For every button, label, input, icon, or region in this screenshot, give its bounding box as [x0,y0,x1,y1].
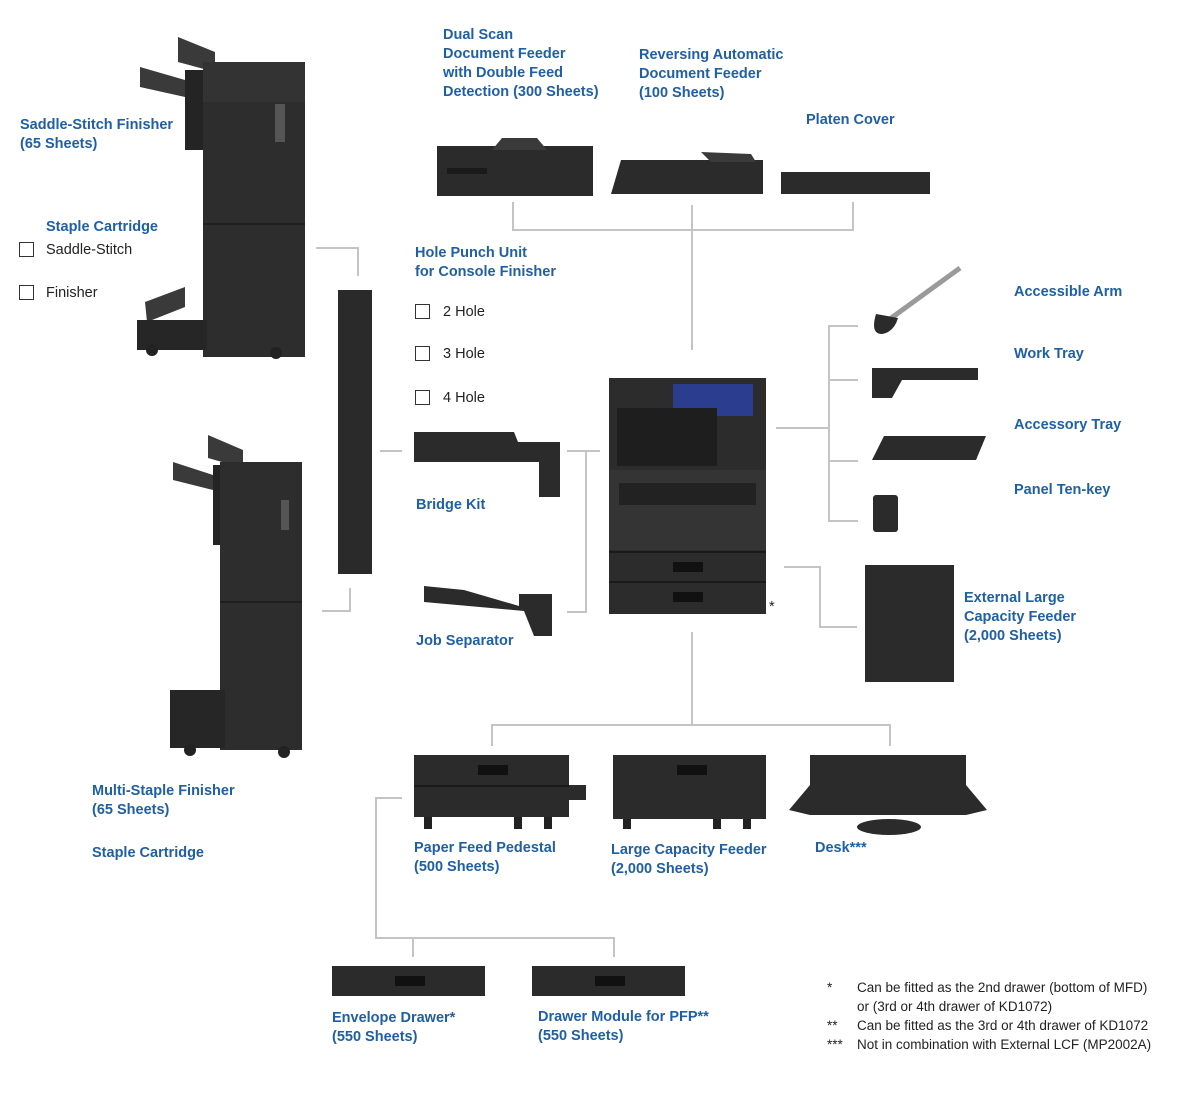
work-tray-label: Work Tray [1014,346,1084,362]
hole-punch-label: Hole Punch Unit for Console Finisher [415,245,556,280]
saddle-stitch-finisher-image [135,32,310,362]
staple-cartridge-bottom-label: Staple Cartridge [92,845,204,861]
envelope-drawer-image [332,966,485,996]
2-hole-option: 2 Hole [443,304,485,320]
large-capacity-feeder-label: Large Capacity Feeder (2,000 Sheets) [611,842,767,877]
drawer-module-image [532,966,685,996]
3-hole-option: 3 Hole [443,346,485,362]
4-hole-option: 4 Hole [443,390,485,406]
footnote-text: Can be fitted as the 2nd drawer (bottom … [857,980,1148,995]
desk-label: Desk*** [815,840,867,856]
3-hole-checkbox[interactable] [415,346,430,361]
footnote-text: Not in combination with External LCF (MP… [857,1037,1152,1052]
saddle-stitch-option: Saddle-Stitch [46,242,133,258]
hole-punch-unit-image [338,290,372,574]
saddle-stitch-checkbox[interactable] [19,242,34,257]
dual-scan-feeder-label: Dual Scan Document Feeder with Double Fe… [443,27,599,100]
panel-ten-key-image [873,495,898,532]
bridge-kit-image [414,432,560,497]
bridge-kit-label: Bridge Kit [416,497,486,513]
external-lcf-label: External Large Capacity Feeder (2,000 Sh… [964,590,1077,644]
2-hole-checkbox[interactable] [415,304,430,319]
staple-cartridge-top-label: Staple Cartridge [46,219,158,235]
footnote-text: or (3rd or 4th drawer of KD1072) [857,999,1053,1014]
reversing-automatic-document-feeder-image [611,152,763,194]
dual-scan-document-feeder-image [437,138,593,196]
footnote-mark: ** [827,1018,838,1033]
mfp-main-unit-image [609,378,766,614]
work-tray-image [872,368,978,398]
platen-cover-label: Platen Cover [806,112,895,128]
footnote-text: Can be fitted as the 3rd or 4th drawer o… [857,1018,1149,1033]
external-lcf-image [865,565,954,682]
platen-cover-image [781,172,930,194]
saddle-stitch-finisher-label: Saddle-Stitch Finisher (65 Sheets) [20,117,174,152]
4-hole-checkbox[interactable] [415,390,430,405]
panel-ten-key-label: Panel Ten-key [1014,482,1111,498]
paper-feed-pedestal-label: Paper Feed Pedestal (500 Sheets) [414,840,556,875]
envelope-drawer-label: Envelope Drawer* (550 Sheets) [332,1010,456,1045]
job-separator-image [424,586,554,638]
finisher-checkbox[interactable] [19,285,34,300]
multi-staple-finisher-image [168,430,310,762]
job-separator-label: Job Separator [416,633,514,649]
accessible-arm-label: Accessible Arm [1014,284,1123,300]
finisher-option: Finisher [46,285,98,301]
paper-feed-pedestal-image [414,755,586,830]
footnote-mark: * [827,980,833,995]
accessible-arm-image [868,262,968,340]
accessory-tray-label: Accessory Tray [1014,417,1122,433]
mfp-asterisk: * [769,599,775,615]
footnote-mark: *** [827,1037,843,1052]
drawer-module-label: Drawer Module for PFP** (550 Sheets) [538,1009,709,1044]
accessory-tray-image [872,436,986,460]
desk-image [789,755,989,835]
large-capacity-feeder-image [613,755,768,830]
multi-staple-finisher-label: Multi-Staple Finisher (65 Sheets) [92,783,235,818]
radf-label: Reversing Automatic Document Feeder (100… [639,47,784,101]
